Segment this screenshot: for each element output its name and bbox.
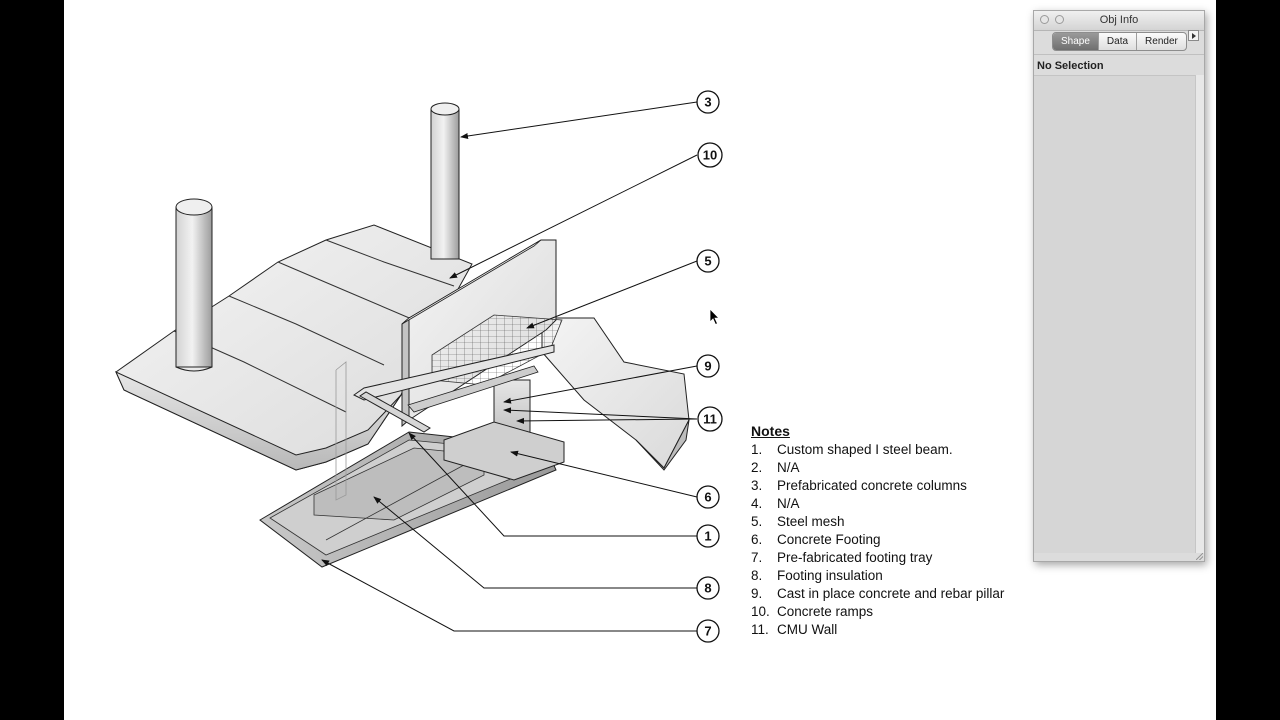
note-item: 5. Steel mesh: [751, 513, 1051, 531]
concrete-column-left: [175, 198, 213, 372]
note-text: Custom shaped I steel beam.: [777, 442, 953, 457]
callout-7[interactable]: 7: [696, 619, 720, 643]
note-text: Footing insulation: [777, 568, 883, 583]
note-number: 7.: [751, 550, 763, 565]
note-text: Concrete Footing: [777, 532, 881, 547]
callout-9[interactable]: 9: [696, 354, 720, 378]
note-item: 8. Footing insulation: [751, 567, 1051, 585]
panel-title: Obj Info: [1099, 14, 1139, 26]
note-text: Cast in place concrete and rebar pillar: [777, 586, 1005, 601]
notes-list: 1. Custom shaped I steel beam. 2. N/A 3. Pr…: [751, 441, 1051, 639]
selection-status: No Selection: [1037, 60, 1104, 72]
note-text: Steel mesh: [777, 514, 845, 529]
callout-3[interactable]: 3: [696, 90, 720, 114]
obj-info-panel[interactable]: Obj Info Shape Data Render No Selection: [1033, 10, 1205, 562]
callout-6-label: 6: [704, 490, 711, 505]
note-number: 11.: [751, 622, 769, 637]
steel-beam: [353, 344, 555, 433]
note-text: Prefabricated concrete columns: [777, 478, 967, 493]
callout-5-label: 5: [704, 254, 711, 269]
note-number: 9.: [751, 586, 763, 601]
callout-8[interactable]: 8: [696, 576, 720, 600]
drawing-canvas[interactable]: 3 10 5 9 11 6 1 8: [64, 0, 1216, 720]
panel-divider: [1034, 54, 1204, 55]
note-text: Concrete ramps: [777, 604, 874, 619]
concrete-pillar: [443, 379, 565, 481]
callout-7-label: 7: [704, 624, 711, 639]
panel-content-area: [1034, 75, 1196, 553]
note-number: 8.: [751, 568, 763, 583]
tab-data[interactable]: Data: [1099, 33, 1138, 50]
note-item: 11. CMU Wall: [751, 621, 1051, 639]
note-number: 5.: [751, 514, 763, 529]
callout-5[interactable]: 5: [696, 249, 720, 273]
notes-section: Notes 1. Custom shaped I steel beam. 2. N/…: [751, 423, 1051, 639]
panel-scrollbar[interactable]: [1195, 75, 1204, 553]
callout-3-label: 3: [704, 95, 711, 110]
triangle-right-icon: [1191, 32, 1196, 39]
concrete-column-right: [430, 102, 460, 260]
tab-render[interactable]: Render: [1145, 36, 1178, 47]
callout-10-label: 10: [703, 148, 717, 163]
note-number: 1.: [751, 442, 763, 457]
mouse-cursor-icon: [709, 308, 720, 326]
leader-lines: [321, 101, 698, 632]
tab-shape[interactable]: Shape: [1053, 33, 1099, 50]
note-text: Pre-fabricated footing tray: [777, 550, 933, 565]
panel-titlebar[interactable]: Obj Info: [1034, 11, 1204, 31]
notes-title: Notes: [751, 423, 790, 439]
close-window-icon[interactable]: [1040, 15, 1049, 24]
note-text: N/A: [777, 496, 800, 511]
note-item: 3. Prefabricated concrete columns: [751, 477, 1051, 495]
note-item: 4. N/A: [751, 495, 1051, 513]
note-item: 9. Cast in place concrete and rebar pilla…: [751, 585, 1051, 603]
callout-8-label: 8: [704, 581, 711, 596]
note-item: 6. Concrete Footing: [751, 531, 1051, 549]
note-number: 2.: [751, 460, 763, 475]
isometric-foundation-drawing: 3 10 5 9 11 6 1 8: [115, 90, 723, 643]
callout-1[interactable]: 1: [696, 524, 720, 548]
callout-10[interactable]: 10: [697, 142, 723, 168]
callout-11-label: 11: [703, 412, 717, 427]
right-ramp: [541, 317, 690, 471]
note-item: 2. N/A: [751, 459, 1051, 477]
note-text: CMU Wall: [777, 622, 838, 637]
note-item: 1. Custom shaped I steel beam.: [751, 441, 1051, 459]
ghost-outline: [335, 361, 347, 501]
resize-grip-icon[interactable]: [1196, 553, 1203, 560]
note-number: 3.: [751, 478, 763, 493]
note-number: 6.: [751, 532, 763, 547]
callout-9-label: 9: [704, 359, 711, 374]
callout-6[interactable]: 6: [696, 485, 720, 509]
note-number: 4.: [751, 496, 763, 511]
callout-1-label: 1: [704, 529, 711, 544]
minimize-window-icon[interactable]: [1055, 15, 1064, 24]
note-text: N/A: [777, 460, 800, 475]
panel-tabs: Shape Data Render: [1052, 32, 1187, 51]
note-number: 10.: [751, 604, 770, 619]
note-item: 10. Concrete ramps: [751, 603, 1051, 621]
callout-11[interactable]: 11: [697, 406, 723, 432]
panel-menu-button[interactable]: [1188, 30, 1199, 41]
note-item: 7. Pre-fabricated footing tray: [751, 549, 1051, 567]
